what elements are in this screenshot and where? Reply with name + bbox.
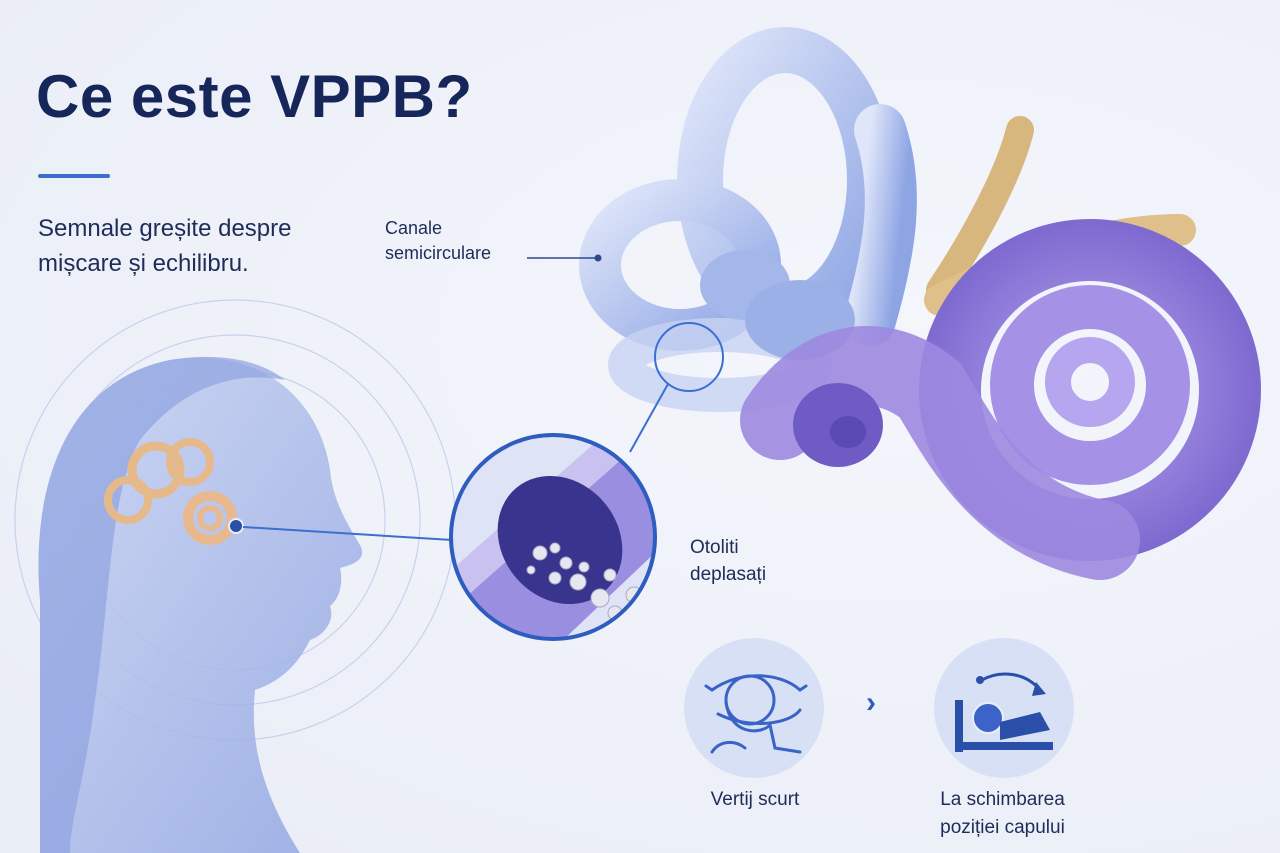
caption-line: poziției capului <box>940 816 1065 838</box>
caption-line: Vertij scurt <box>710 789 800 810</box>
canale-label-line: Canale <box>385 218 443 238</box>
otolith-magnifier <box>449 433 657 641</box>
subtitle-line: mișcare și echilibru. <box>38 249 249 277</box>
step-pozitie-caption: La schimbarea poziției capului <box>910 786 1095 841</box>
chevron-right-icon: › <box>866 686 876 719</box>
otoliti-label-line: Otoliti <box>690 537 739 558</box>
canale-label-line: semicirculare <box>385 243 492 264</box>
step-pozitie-badge <box>934 638 1074 778</box>
canale-label: Canale semicirculare <box>385 216 491 266</box>
caption-line: La schimbarea <box>940 789 1065 810</box>
dizzy-head-icon <box>704 674 808 754</box>
title-underline <box>38 174 110 178</box>
otolith-crystals <box>526 542 643 621</box>
canal-focus-ring <box>654 322 724 392</box>
inner-ear-small <box>104 438 237 545</box>
subtitle-line: Semnale greșite despre <box>38 215 292 242</box>
ear-connector-line <box>242 526 453 541</box>
lying-down-icon <box>955 672 1053 752</box>
cochlea <box>740 219 1262 580</box>
otoliti-label-line: deplasați <box>690 563 767 585</box>
subtitle: Semnale greșite despre mișcare și echili… <box>38 212 368 282</box>
canale-pointer-dot <box>594 254 602 262</box>
step-vertij-badge <box>684 638 824 778</box>
woman-profile <box>38 356 363 853</box>
page-title: Ce este VPPB? <box>36 63 473 130</box>
magnifier-connector <box>629 383 669 453</box>
otoliti-label: Otoliti deplasați <box>690 535 766 588</box>
ear-focus-dot <box>228 518 244 534</box>
step-vertij-caption: Vertij scurt <box>680 786 830 814</box>
